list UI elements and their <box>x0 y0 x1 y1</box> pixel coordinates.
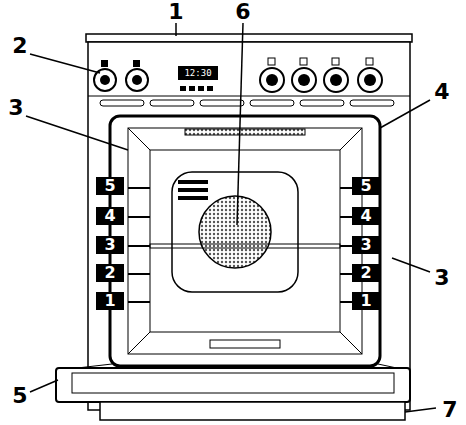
knob-symbol <box>133 60 140 67</box>
knob-center <box>266 74 278 86</box>
callout-number: 4 <box>434 81 449 103</box>
cavity-corner <box>128 332 150 354</box>
cooktop-edge <box>86 34 412 42</box>
shelf-level-tab: 1 <box>96 292 124 310</box>
shelf-level-tab: 4 <box>352 207 380 225</box>
shelf-rail <box>128 273 150 275</box>
shelf-level-number: 1 <box>360 293 371 309</box>
shelf-level-tab: 2 <box>96 264 124 282</box>
cover-slot <box>178 188 208 192</box>
shelf-level-number: 2 <box>360 265 371 281</box>
leader-line <box>175 23 177 36</box>
vent-slot <box>250 100 294 106</box>
shelf-rail <box>128 245 150 247</box>
shelf-level-tab: 3 <box>352 236 380 254</box>
shelf-level-number: 4 <box>104 208 115 224</box>
knob-symbol <box>268 58 275 65</box>
shelf-level-number: 2 <box>104 265 115 281</box>
shelf-level-tab: 4 <box>96 207 124 225</box>
vent-slot <box>300 100 344 106</box>
vent-slot <box>150 100 194 106</box>
knob-center <box>100 75 110 85</box>
cavity-corner <box>340 128 362 150</box>
oven-door <box>56 368 410 402</box>
shelf-level-tab: 1 <box>352 292 380 310</box>
cover-slot <box>178 180 208 184</box>
door-glass <box>72 373 394 393</box>
shelf-rail <box>128 187 150 189</box>
display-readout: 12:30 <box>184 69 211 78</box>
knob-symbol <box>300 58 307 65</box>
oven-opening <box>110 116 380 366</box>
shelf-rail <box>128 301 150 303</box>
leader-line <box>30 54 100 73</box>
knob-center <box>330 74 342 86</box>
knob-symbol <box>101 60 108 67</box>
fan-grille <box>199 196 271 268</box>
control-knob <box>292 68 316 92</box>
knob-center <box>364 74 376 86</box>
bottom-element <box>210 340 280 348</box>
callout-number: 2 <box>12 35 27 57</box>
control-knob <box>126 69 148 91</box>
knob-symbol <box>332 58 339 65</box>
control-knob <box>260 68 284 92</box>
shelf-level-number: 5 <box>104 178 115 194</box>
clock-button <box>207 86 213 91</box>
callout-number: 6 <box>235 1 250 23</box>
wire-rack <box>150 244 340 248</box>
callout-number: 3 <box>8 97 23 119</box>
shelf-level-number: 5 <box>360 178 371 194</box>
clock-button <box>198 86 204 91</box>
leader-line <box>380 100 430 128</box>
knob-symbol <box>366 58 373 65</box>
shelf-level-tab: 2 <box>352 264 380 282</box>
knob-center <box>298 74 310 86</box>
shelf-level-tab: 3 <box>96 236 124 254</box>
vent-slot <box>100 100 144 106</box>
clock-display <box>178 66 218 80</box>
vent-slot <box>200 100 244 106</box>
shelf-level-number: 1 <box>104 293 115 309</box>
back-wall <box>150 150 340 332</box>
leader-line <box>392 258 430 272</box>
oven-cabinet <box>88 42 410 410</box>
storage-drawer <box>100 402 405 420</box>
panel-edge <box>88 96 410 97</box>
callout-number: 7 <box>442 399 457 421</box>
shelf-level-number: 3 <box>360 237 371 253</box>
callout-number: 5 <box>12 385 27 407</box>
control-knob <box>324 68 348 92</box>
fan-cover <box>172 172 298 292</box>
leader-line <box>30 380 58 392</box>
shelf-level-tab: 5 <box>96 177 124 195</box>
shelf-rail <box>128 216 150 218</box>
grill-element <box>185 129 305 135</box>
cavity-corner <box>340 332 362 354</box>
clock-button <box>189 86 195 91</box>
vent-slot <box>350 100 394 106</box>
clock-button <box>180 86 186 91</box>
shelf-level-number: 3 <box>104 237 115 253</box>
callout-number: 3 <box>434 267 449 289</box>
shelf-level-tab: 5 <box>352 177 380 195</box>
leader-line <box>237 23 243 225</box>
leader-line <box>26 116 128 150</box>
leader-line <box>405 408 436 412</box>
cover-slot <box>178 196 208 200</box>
cavity-corner <box>128 128 150 150</box>
callout-number: 1 <box>168 1 183 23</box>
shelf-level-number: 4 <box>360 208 371 224</box>
oven-cavity <box>128 128 362 354</box>
control-knob <box>358 68 382 92</box>
knob-center <box>132 75 142 85</box>
